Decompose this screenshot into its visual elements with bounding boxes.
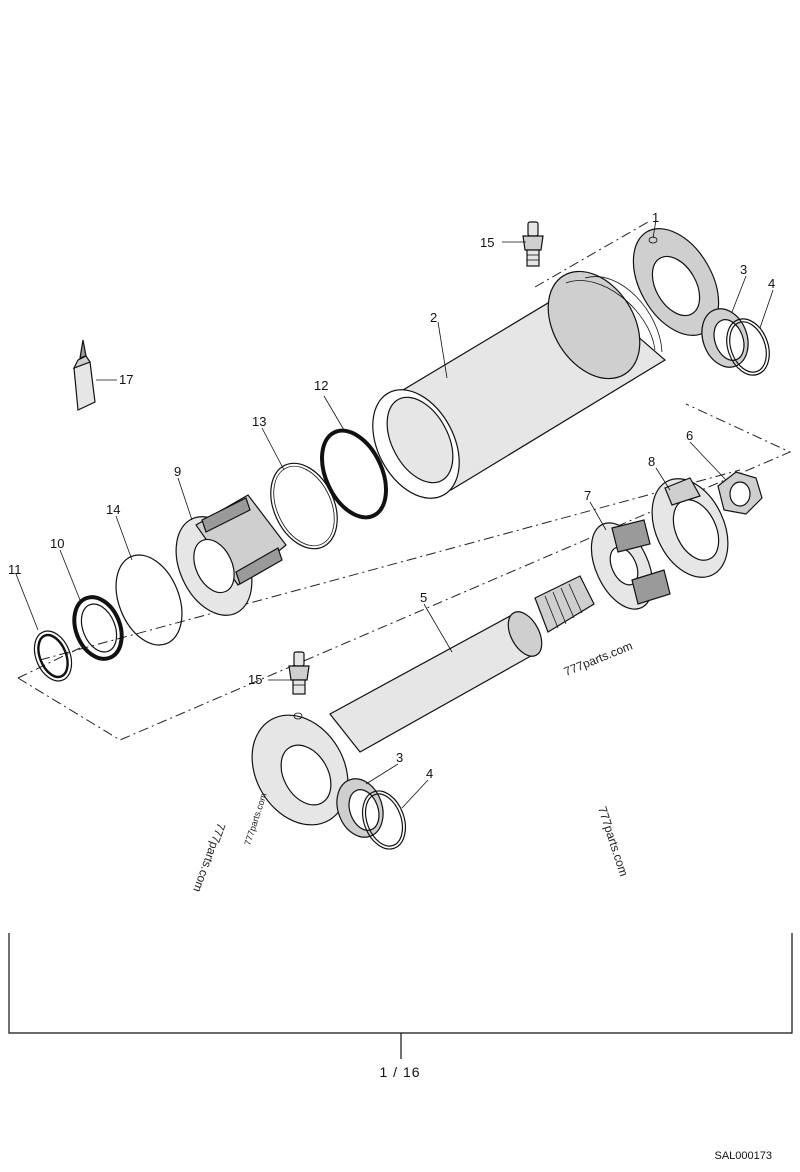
callout-6: 6 [686, 428, 693, 443]
grease-nipple-lower [288, 651, 310, 695]
assembly-outline-upper [534, 221, 649, 288]
o-ring-14 [115, 554, 183, 646]
grease-nipple-upper [522, 221, 544, 267]
callout-2: 2 [430, 310, 437, 325]
cylinder-barrel [372, 228, 720, 499]
watermark-1: 777parts.com [562, 639, 635, 679]
circlip-lower [361, 790, 407, 850]
page-indicator: 1 / 16 [379, 1064, 421, 1080]
callout-5: 5 [420, 590, 427, 605]
wiper-seal [72, 595, 124, 661]
watermark-2: 777parts.com [242, 792, 268, 847]
callout-14: 14 [106, 502, 120, 517]
callout-4-lower: 4 [426, 766, 433, 781]
o-ring-12 [320, 428, 388, 520]
callout-15-upper: 15 [480, 235, 494, 250]
lock-nut [717, 471, 763, 515]
watermark-3: 777parts.com [190, 821, 228, 894]
callout-17: 17 [119, 372, 133, 387]
split-collar [590, 519, 671, 610]
callout-1: 1 [652, 210, 659, 225]
callout-12: 12 [314, 378, 328, 393]
callout-3-lower: 3 [396, 750, 403, 765]
callout-15-lower: 15 [248, 672, 262, 687]
adhesive-tube [72, 339, 96, 411]
callout-3-upper: 3 [740, 262, 747, 277]
sheet-code: SAL000173 [714, 1150, 773, 1162]
callout-11: 11 [8, 562, 22, 577]
piston-guide [175, 494, 287, 616]
callout-10: 10 [50, 536, 64, 551]
o-ring-13 [270, 462, 338, 550]
callout-13: 13 [252, 414, 266, 429]
circlip-upper [726, 318, 770, 376]
watermark-4: 777parts.com [595, 805, 631, 878]
leader-lines [15, 219, 774, 809]
ring-11 [33, 630, 73, 682]
assembly-outline-lower [17, 403, 792, 741]
half-shell [651, 477, 729, 578]
callout-7: 7 [584, 488, 591, 503]
callout-8: 8 [648, 454, 655, 469]
page-bracket [8, 933, 793, 1059]
piston-rod [251, 575, 595, 826]
callout-4-upper: 4 [768, 276, 775, 291]
callout-9: 9 [174, 464, 181, 479]
